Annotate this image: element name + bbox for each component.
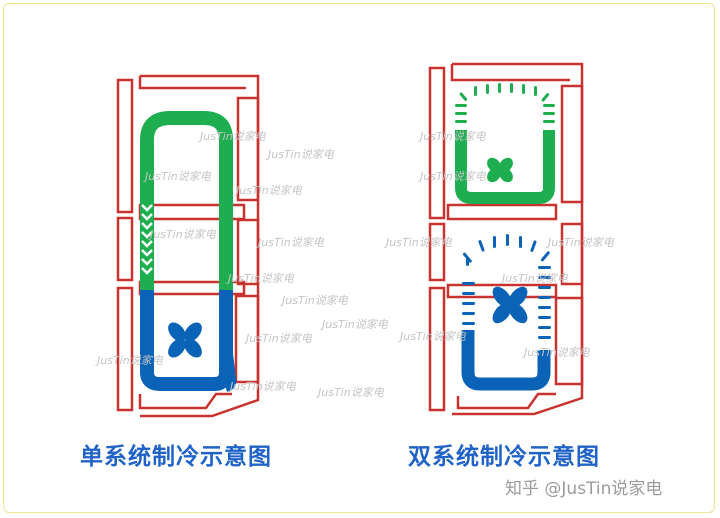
caption-single-system: 单系统制冷示意图	[80, 444, 272, 470]
watermark: JusTin说家电	[228, 272, 294, 285]
watermark: JusTin说家电	[268, 148, 334, 161]
watermark: JusTin说家电	[230, 380, 296, 393]
caption-dual-system: 双系统制冷示意图	[408, 444, 600, 470]
watermark: JusTin说家电	[400, 330, 466, 343]
dual-blue-loop	[461, 234, 551, 391]
watermark: JusTin说家电	[318, 386, 384, 399]
single-fridge-outline	[116, 74, 260, 418]
watermark: JusTin说家电	[258, 236, 324, 249]
watermark: JusTin说家电	[282, 294, 348, 307]
fan-icon	[492, 286, 528, 324]
watermark: JusTin说家电	[524, 346, 590, 359]
watermark: JusTin说家电	[150, 228, 216, 241]
watermark: JusTin说家电	[548, 236, 614, 249]
image-frame	[3, 3, 715, 513]
fan-icon	[487, 157, 513, 183]
watermark: JusTin说家电	[420, 170, 486, 183]
watermark: JusTin说家电	[145, 170, 211, 183]
watermark: JusTin说家电	[502, 272, 568, 285]
watermark: JusTin说家电	[97, 354, 163, 367]
watermark: JusTin说家电	[322, 318, 388, 331]
watermark: JusTin说家电	[236, 184, 302, 197]
watermark: JusTin说家电	[246, 332, 312, 345]
watermark: JusTin说家电	[200, 130, 266, 143]
dual-green-loop	[455, 83, 555, 204]
watermark: JusTin说家电	[386, 236, 452, 249]
fan-icon	[168, 322, 202, 358]
single-refrigerant-loop	[140, 111, 237, 392]
watermark: JusTin说家电	[420, 130, 486, 143]
brand-watermark: 知乎 @JusTin说家电	[505, 479, 663, 499]
